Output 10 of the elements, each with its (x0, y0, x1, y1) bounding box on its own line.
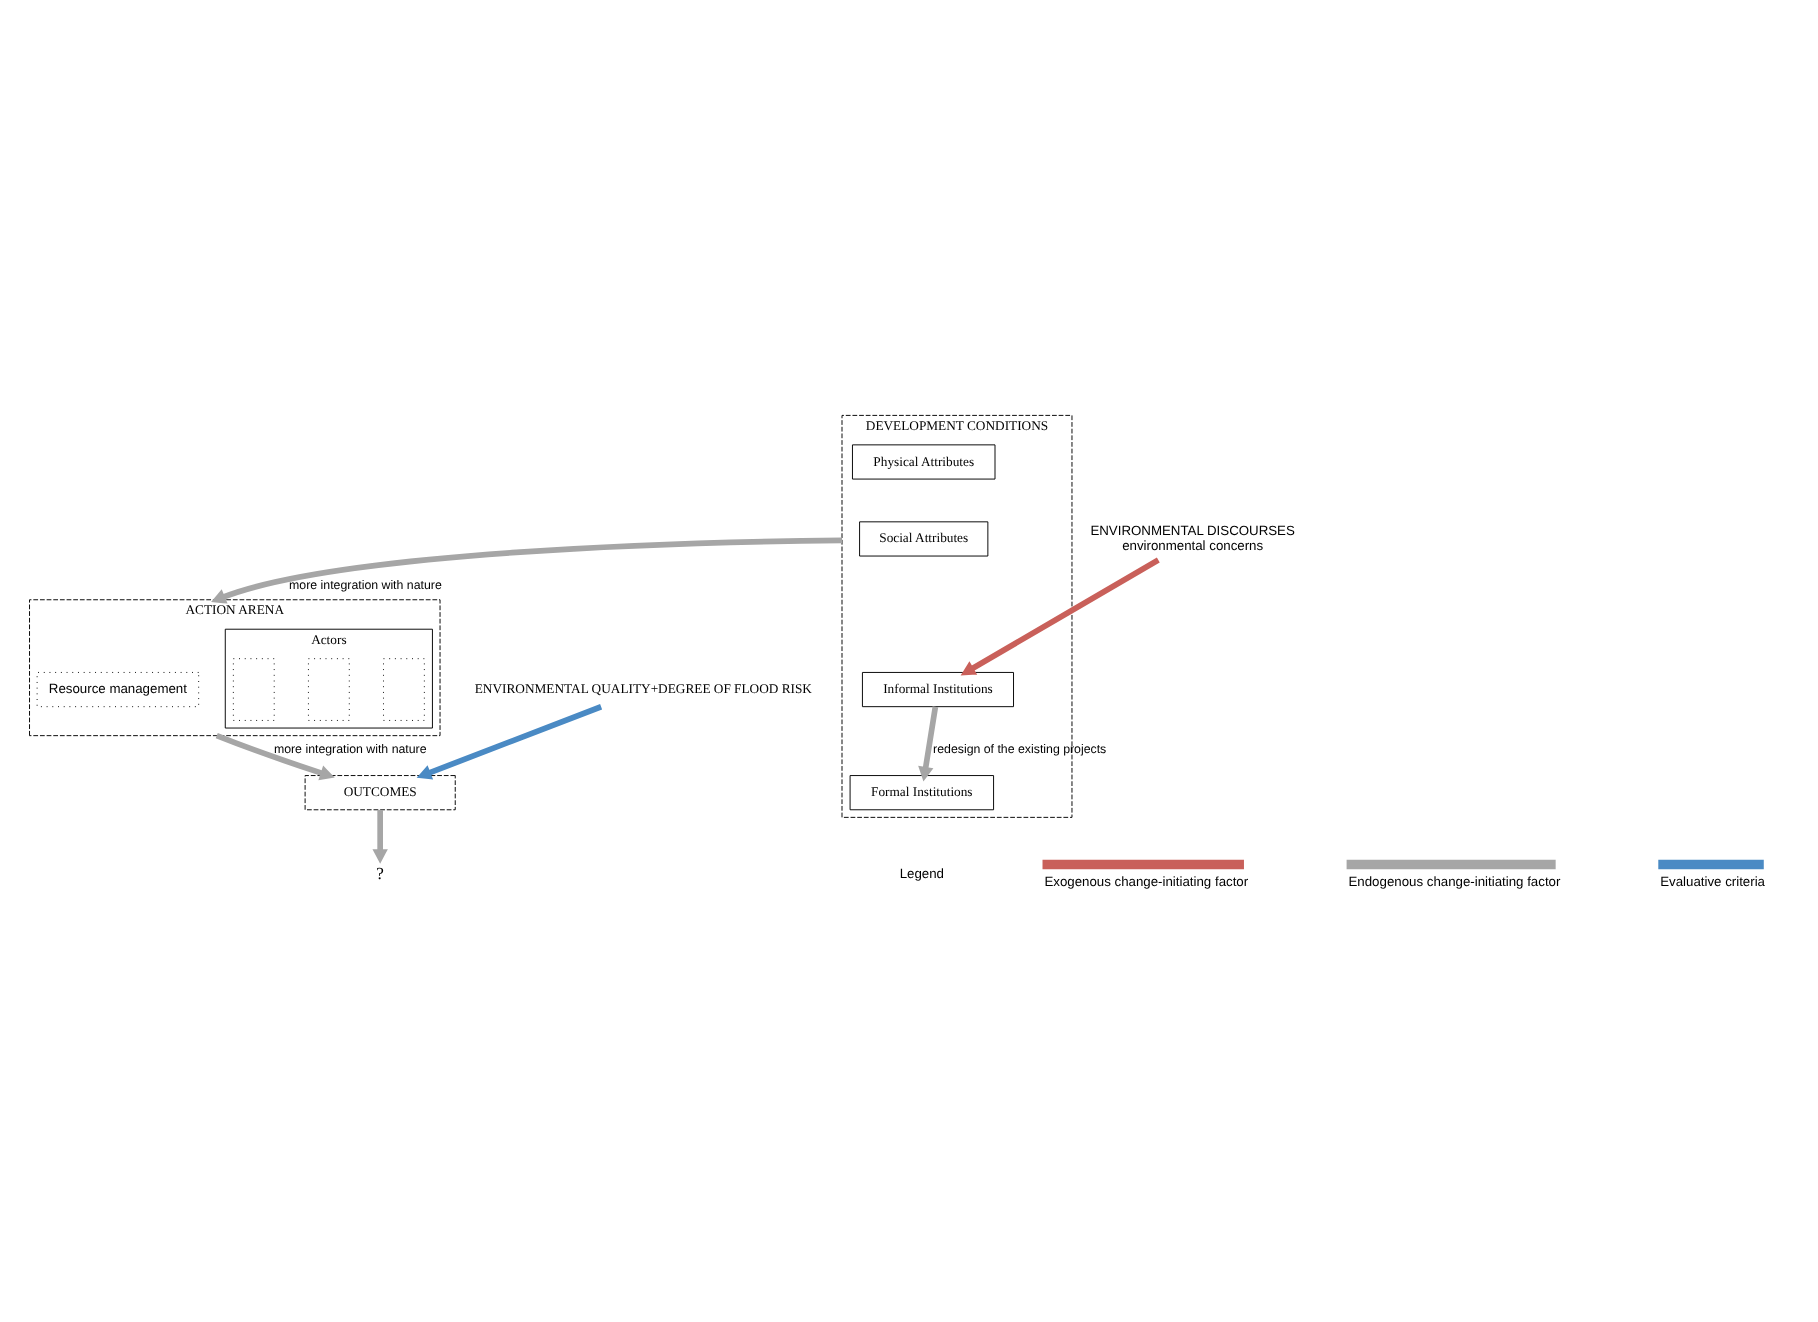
arrow (372, 808, 388, 863)
arrow (918, 705, 939, 781)
arrow (215, 732, 335, 780)
arrow (211, 536, 843, 603)
node-box (383, 657, 425, 720)
node-box (307, 657, 350, 720)
arrow (960, 556, 1160, 675)
node-box (232, 657, 275, 720)
node-text: ? (376, 862, 384, 883)
arrow (416, 703, 603, 779)
